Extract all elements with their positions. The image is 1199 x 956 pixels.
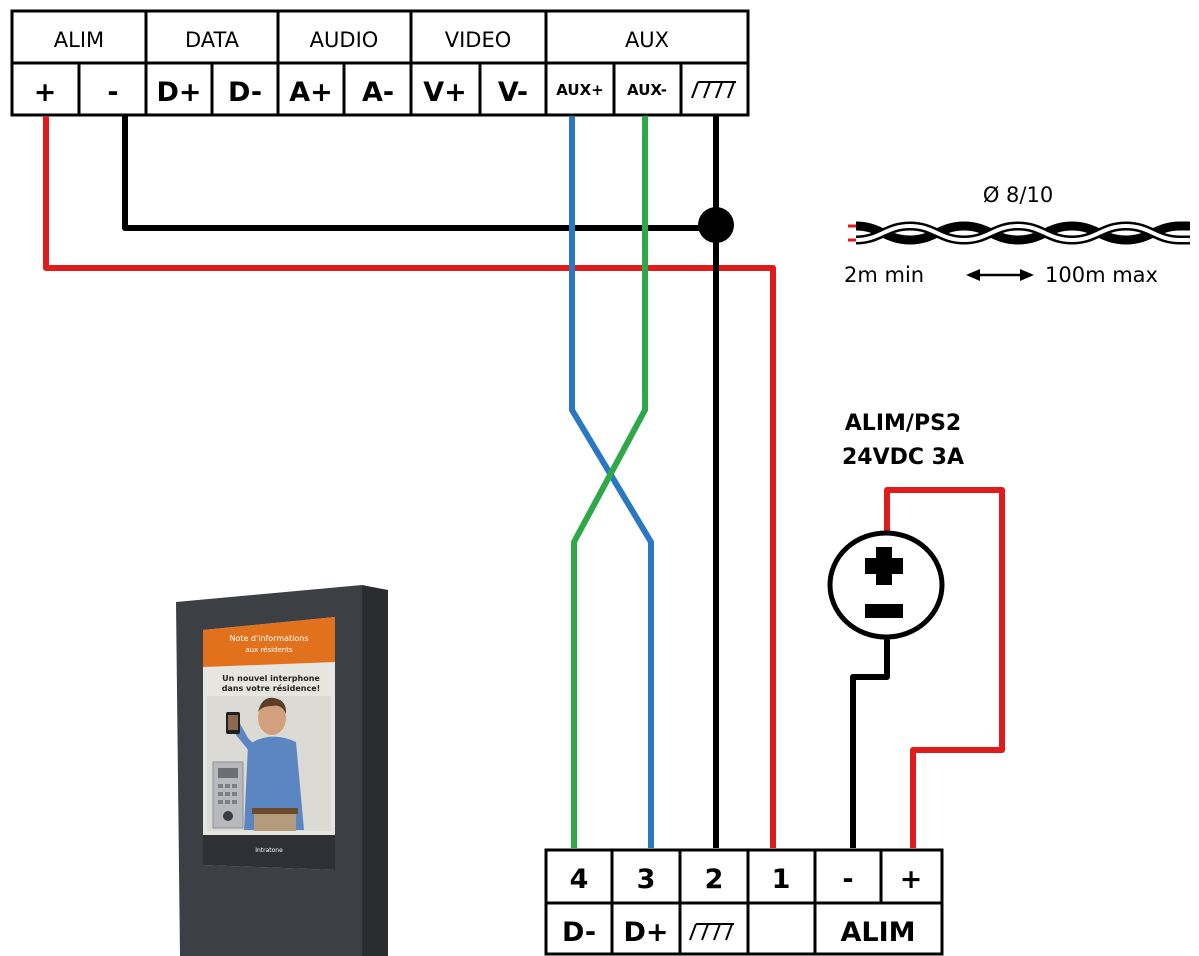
terminal-aux-minus: AUX- — [627, 81, 667, 99]
wire-psu-black — [850, 637, 890, 848]
group-label-aux: AUX — [625, 28, 669, 52]
terminal-4: 4 — [570, 864, 589, 895]
twisted-pair-cable-icon — [848, 221, 1190, 245]
terminal-video-plus: V+ — [423, 77, 467, 108]
terminal-video-minus: V- — [498, 77, 528, 108]
ground-icon — [691, 81, 736, 99]
display-brand: Intratone — [255, 847, 283, 854]
wire-psu-red — [884, 487, 1005, 848]
terminal-1: 1 — [772, 864, 791, 895]
cable-min-length: 2m min — [844, 263, 924, 287]
display-banner-subtitle: aux résidents — [245, 646, 293, 654]
double-arrow-icon — [966, 269, 1034, 281]
display-headline-line1: Un nouvel interphone — [222, 674, 320, 683]
label-d-minus: D- — [562, 917, 596, 948]
terminal-alim-minus-bottom: - — [842, 864, 853, 895]
wire-green-aux-minus — [571, 116, 648, 848]
display-photo — [207, 696, 331, 831]
terminal-alim-plus: + — [34, 77, 57, 108]
cable-diameter: Ø 8/10 — [983, 183, 1053, 207]
wire-red-plus — [43, 116, 776, 848]
display-banner-title: Note d'informations — [229, 634, 308, 643]
terminal-audio-minus: A- — [362, 77, 394, 108]
terminal-aux-plus: AUX+ — [556, 81, 603, 99]
terminal-alim-minus: - — [107, 77, 118, 108]
display-headline-line2: dans votre résidence! — [222, 683, 321, 693]
terminal-3: 3 — [637, 864, 656, 895]
wire-black-minus — [122, 116, 716, 231]
group-label-video: VIDEO — [445, 28, 512, 52]
group-label-data: DATA — [185, 28, 240, 52]
top-terminal-block: ALIM DATA AUDIO VIDEO AUX + - D+ D- A+ A… — [10, 9, 750, 117]
psu-minus-icon — [865, 604, 903, 618]
psu-rating: 24VDC 3A — [842, 445, 964, 470]
terminal-2: 2 — [705, 864, 724, 895]
display-banner — [203, 617, 335, 667]
label-alim: ALIM — [840, 917, 915, 948]
cable-note: Ø 8/10 2m min 100m max — [844, 183, 1190, 287]
terminal-data-minus: D- — [228, 77, 262, 108]
ground-icon — [689, 923, 734, 941]
psu-name: ALIM/PS2 — [845, 411, 961, 436]
wires — [43, 116, 1005, 848]
terminal-audio-plus: A+ — [289, 77, 333, 108]
label-d-plus: D+ — [623, 917, 668, 948]
display-screen: Note d'informations aux résidents Un nou… — [203, 617, 335, 870]
terminal-data-plus: D+ — [156, 77, 201, 108]
power-supply: ALIM/PS2 24VDC 3A — [827, 411, 964, 640]
group-label-audio: AUDIO — [310, 28, 379, 52]
cable-max-length: 100m max — [1045, 263, 1158, 287]
group-label-alim: ALIM — [54, 28, 104, 52]
psu-plus-icon — [865, 547, 903, 585]
wire-junction-dot — [698, 207, 734, 243]
bottom-terminal-block: 4 3 2 1 - + D- D+ ALIM — [544, 848, 944, 956]
display-device: Note d'informations aux résidents Un nou… — [176, 585, 388, 956]
terminal-alim-plus-bottom: + — [900, 864, 923, 895]
